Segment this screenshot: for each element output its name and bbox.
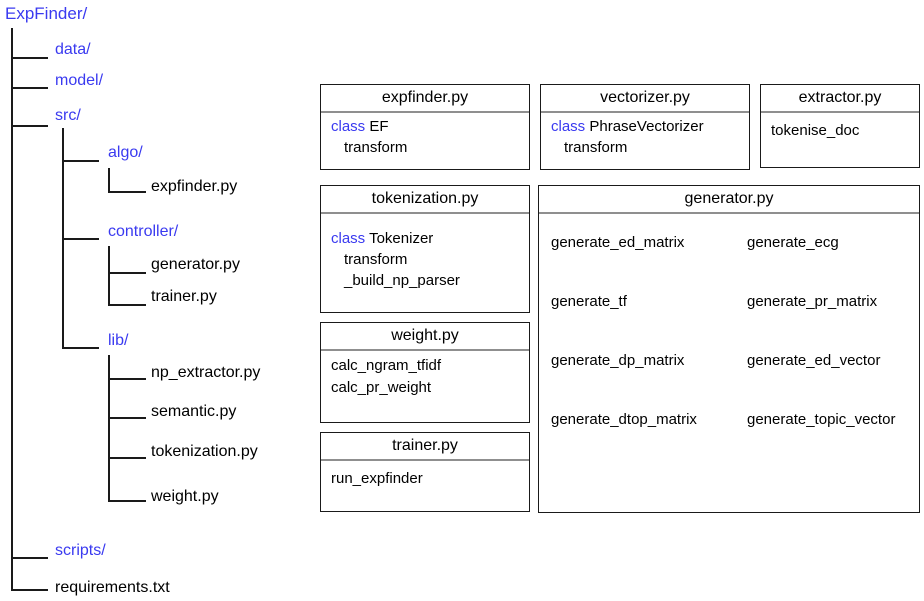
module-title-expfinder: expfinder.py: [321, 85, 529, 113]
module-title-tokenization: tokenization.py: [321, 186, 529, 214]
class-name: Tokenizer: [369, 230, 434, 247]
function-name: generate_dp_matrix: [551, 352, 685, 369]
tree-connector-trainer: [108, 304, 146, 306]
tree-item-model: model/: [55, 72, 104, 89]
tree-item-semantic-py: semantic.py: [151, 403, 237, 420]
tree-connector-controller: [62, 238, 99, 240]
module-box-tokenization: tokenization.py class Tokenizer transfor…: [320, 185, 530, 313]
tree-item-src: src/: [55, 107, 81, 124]
module-body-generator: generate_ed_matrix generate_tf generate_…: [539, 214, 919, 430]
module-body-extractor: tokenise_doc: [761, 113, 919, 141]
module-body-weight: calc_ngram_tfidf calc_pr_weight: [321, 351, 529, 399]
module-title-vectorizer: vectorizer.py: [541, 85, 749, 113]
function-name: generate_ecg: [747, 234, 839, 251]
function-name: generate_tf: [551, 293, 627, 310]
module-body-vectorizer: class PhraseVectorizer transform: [541, 113, 749, 158]
tree-connector-tokenization: [108, 457, 146, 459]
module-body-trainer: run_expfinder: [321, 461, 529, 489]
tree-connector-requirements: [11, 589, 48, 591]
class-keyword: class: [331, 230, 366, 247]
module-body-expfinder: class EF transform: [321, 113, 529, 158]
tree-controller-subtrunk-line: [108, 246, 110, 306]
tree-item-weight-py: weight.py: [151, 488, 219, 505]
tree-item-data: data/: [55, 41, 91, 58]
function-name: run_expfinder: [331, 470, 423, 487]
tree-item-scripts: scripts/: [55, 542, 106, 559]
tree-connector-generator: [108, 272, 146, 274]
tree-item-controller: controller/: [108, 223, 179, 240]
tree-item-np-extractor-py: np_extractor.py: [151, 364, 261, 381]
module-box-expfinder: expfinder.py class EF transform: [320, 84, 530, 170]
function-name: generate_ed_matrix: [551, 234, 685, 251]
tree-lib-subtrunk-line: [108, 355, 110, 502]
tree-item-tokenization-py: tokenization.py: [151, 443, 258, 460]
class-name: PhraseVectorizer: [589, 118, 704, 135]
function-name: calc_pr_weight: [331, 379, 432, 396]
module-body-tokenization: class Tokenizer transform _build_np_pars…: [321, 214, 529, 291]
class-keyword: class: [331, 118, 366, 135]
function-name: generate_topic_vector: [747, 411, 896, 428]
tree-connector-data: [11, 57, 48, 59]
module-title-trainer: trainer.py: [321, 433, 529, 461]
module-title-weight: weight.py: [321, 323, 529, 351]
tree-item-lib: lib/: [108, 332, 129, 349]
tree-root-label: ExpFinder/: [5, 4, 88, 23]
tree-trunk-line: [11, 28, 13, 591]
function-name: generate_pr_matrix: [747, 293, 878, 310]
method-name: transform: [344, 139, 408, 156]
module-title-generator: generator.py: [539, 186, 919, 214]
tree-item-expfinder-py: expfinder.py: [151, 178, 238, 195]
tree-connector-semantic: [108, 417, 146, 419]
tree-connector-model: [11, 87, 48, 89]
module-title-extractor: extractor.py: [761, 85, 919, 113]
tree-connector-lib: [62, 347, 99, 349]
tree-item-trainer-py: trainer.py: [151, 288, 217, 305]
tree-connector-scripts: [11, 557, 48, 559]
class-keyword: class: [551, 118, 586, 135]
tree-connector-weight: [108, 500, 146, 502]
tree-algo-subtrunk-line: [108, 168, 110, 193]
function-name: calc_ngram_tfidf: [331, 357, 442, 374]
module-box-extractor: extractor.py tokenise_doc: [760, 84, 920, 168]
module-box-vectorizer: vectorizer.py class PhraseVectorizer tra…: [540, 84, 750, 170]
function-name: generate_dtop_matrix: [551, 411, 697, 428]
module-box-weight: weight.py calc_ngram_tfidf calc_pr_weigh…: [320, 322, 530, 423]
function-name: tokenise_doc: [771, 122, 860, 139]
method-name: _build_np_parser: [344, 272, 460, 289]
function-name: generate_ed_vector: [747, 352, 881, 369]
tree-item-generator-py: generator.py: [151, 256, 240, 273]
tree-connector-np-extractor: [108, 378, 146, 380]
tree-connector-algo: [62, 160, 99, 162]
method-name: transform: [344, 251, 408, 268]
method-name: transform: [564, 139, 628, 156]
class-name: EF: [369, 118, 389, 135]
tree-connector-src: [11, 125, 48, 127]
module-box-generator: generator.py generate_ed_matrix generate…: [538, 185, 920, 513]
tree-item-requirements: requirements.txt: [55, 579, 170, 596]
tree-connector-expfinder: [108, 191, 146, 193]
module-box-trainer: trainer.py run_expfinder: [320, 432, 530, 512]
tree-item-algo: algo/: [108, 144, 143, 161]
